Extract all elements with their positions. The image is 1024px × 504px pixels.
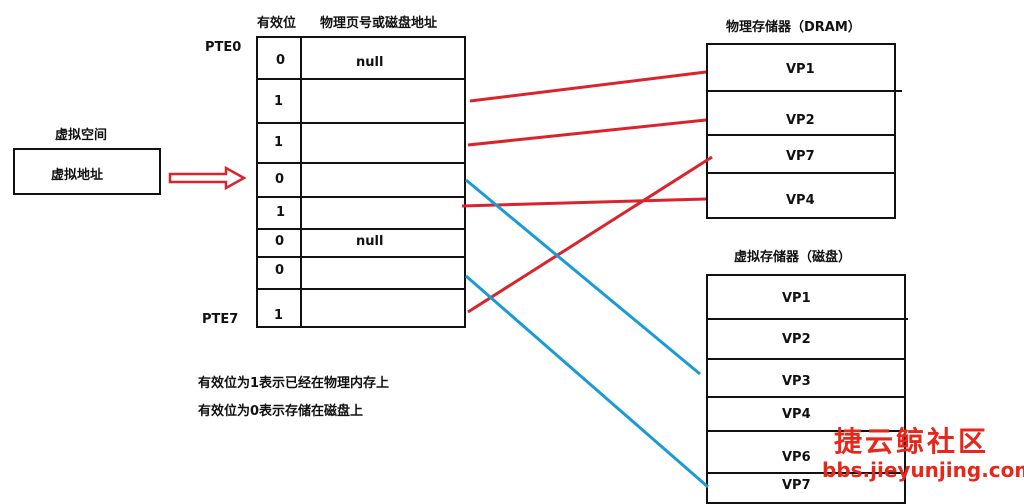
note-valid-1: 有效位为1表示已经在物理内存上 — [198, 376, 390, 391]
pte-row-valid: 0 — [276, 53, 286, 68]
pte-row-valid: 1 — [274, 308, 284, 323]
pte3-to-disk-vp3 — [465, 178, 701, 376]
disk-page: VP2 — [782, 332, 811, 347]
disk-page: VP3 — [782, 374, 811, 389]
dram-page: VP4 — [786, 193, 815, 208]
pte-row-valid: 1 — [274, 94, 284, 109]
watermark-name: 捷云鲸社区 — [834, 425, 990, 458]
pte-row-valid: 1 — [276, 205, 286, 220]
virtual-address-label: 虚拟地址 — [51, 168, 104, 183]
mapping-lines — [168, 70, 713, 489]
dram-title: 物理存储器（DRAM） — [726, 20, 861, 35]
pte7-label: PTE7 — [202, 312, 239, 327]
note-valid-0: 有效位为0表示存储在磁盘上 — [198, 404, 364, 419]
pte-row-valid: 0 — [275, 234, 285, 249]
pte-row-addr: null — [356, 234, 384, 249]
dram-page: VP1 — [786, 62, 815, 77]
arrow-icon — [168, 165, 247, 191]
pte6-to-disk-vp7 — [465, 274, 709, 489]
pte-row-valid: 0 — [275, 172, 285, 187]
pte-row-addr: null — [356, 55, 384, 70]
dram-box: VP1 VP2 VP7 VP4 — [706, 43, 902, 219]
dram-page: VP7 — [786, 149, 815, 164]
page-table: 0 null 1 1 0 1 0 null 0 1 — [256, 36, 466, 328]
pte0-label: PTE0 — [205, 40, 242, 55]
address-header: 物理页号或磁盘地址 — [320, 16, 438, 31]
pte2-to-dram-vp2 — [467, 118, 707, 147]
disk-page: VP4 — [782, 407, 811, 422]
valid-bit-header: 有效位 — [257, 16, 297, 31]
disk-page: VP1 — [782, 291, 811, 306]
dram-page: VP2 — [786, 113, 815, 128]
virtual-address-box: 虚拟地址 — [13, 148, 161, 195]
disk-page: VP7 — [782, 478, 811, 493]
watermark-url: bbs.jieyunjing.com — [822, 458, 1024, 482]
pte4-to-dram-vp4 — [461, 197, 707, 208]
disk-page: VP6 — [782, 450, 811, 465]
pte1-to-dram-vp1 — [469, 70, 707, 103]
disk-title: 虚拟存储器（磁盘） — [734, 250, 852, 265]
pte-row-valid: 1 — [274, 135, 284, 150]
virtual-space-title: 虚拟空间 — [55, 128, 108, 143]
pte-row-valid: 0 — [275, 263, 285, 278]
pte7-to-dram-vp7 — [467, 155, 713, 314]
